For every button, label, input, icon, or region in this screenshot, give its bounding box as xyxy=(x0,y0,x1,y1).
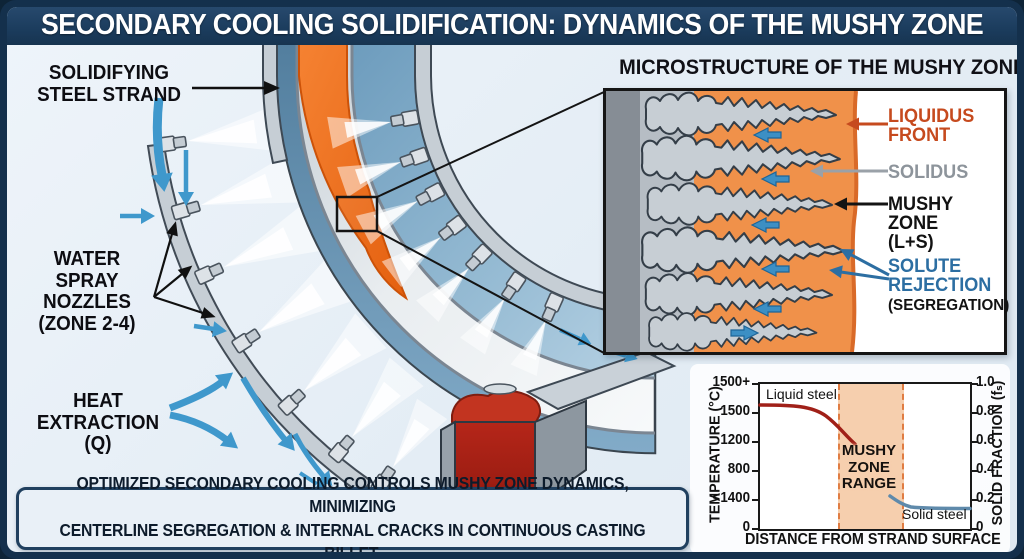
microstructure-inset: LIQUIDUS FRONT SOLIDUS MUSHY ZONE (L+S) … xyxy=(603,88,1010,355)
chart-plot-area xyxy=(752,382,978,531)
ytick-left-3: 800 xyxy=(727,461,750,477)
page-title: SECONDARY COOLING SOLIDIFICATION: DYNAMI… xyxy=(40,9,984,41)
caption-box: OPTIMIZED SECONDARY COOLING CONTROLS MUS… xyxy=(16,473,689,552)
chart-curves xyxy=(752,383,978,530)
ytick-left-2: 1200 xyxy=(720,432,750,448)
temperature-curve xyxy=(758,403,857,446)
label-pointer-arrows xyxy=(152,81,280,319)
ytick-right-3: 0.4 xyxy=(976,461,995,477)
mold-rail xyxy=(262,41,289,165)
label-mushy-zone: MUSHY ZONE (L+S) xyxy=(888,194,953,253)
ytick-left-5: 0 xyxy=(742,519,750,535)
annotation-solid-steel: Solid steel xyxy=(902,506,967,522)
billet-right-face xyxy=(534,399,587,508)
label-segregation: (SEGREGATION) xyxy=(888,297,1010,314)
support-roller xyxy=(483,383,517,395)
ytick-right-5: 0 xyxy=(976,519,984,535)
dendrite-graphic xyxy=(606,91,859,352)
ytick-left-1: 1500 xyxy=(720,403,750,419)
annotation-mushy-zone-range: MUSHY ZONE RANGE xyxy=(841,442,897,492)
ytick-left-0: 1500+ xyxy=(712,374,750,390)
exit-rail-top xyxy=(525,350,677,411)
main-panel: SECONDARY COOLING SOLIDIFICATION: DYNAMI… xyxy=(7,7,1017,552)
label-solidus: SOLIDUS xyxy=(888,162,969,183)
label-liquidus-front: LIQUIDUS FRONT xyxy=(888,106,975,146)
ytick-right-4: 0.2 xyxy=(976,490,995,506)
ytick-right-1: 0.8 xyxy=(976,403,995,419)
annotation-liquid-steel: Liquid steel xyxy=(766,386,837,402)
ytick-right-0: 1.0 xyxy=(976,374,995,390)
ytick-left-4: <1400 xyxy=(712,490,750,506)
label-solute-rejection: SOLUTE REJECTION xyxy=(888,256,992,296)
label-water-spray-nozzles: WATER SPRAY NOZZLES (ZONE 2-4) xyxy=(38,248,136,335)
title-bar xyxy=(7,7,1017,45)
liquidus-edge xyxy=(850,91,859,352)
water-flow-arrows xyxy=(120,97,638,491)
caption-text: OPTIMIZED SECONDARY COOLING CONTROLS MUS… xyxy=(59,473,646,552)
yaxis-right-title: SOLID FRACTION (fₛ) xyxy=(989,380,1006,526)
axis-ticks xyxy=(752,383,978,530)
solid-fraction-curve xyxy=(888,494,972,511)
mushy-zone-band xyxy=(838,384,904,529)
xaxis-title: DISTANCE FROM STRAND SURFACE xyxy=(745,531,1001,548)
label-solidifying-strand: SOLIDIFYING STEEL STRAND xyxy=(37,62,181,106)
billet-exit xyxy=(440,350,677,508)
yaxis-left-title: TEMPERATURE (°C) xyxy=(706,386,724,523)
magnifier-callout xyxy=(335,91,605,354)
ytick-right-2: 0.6 xyxy=(976,432,995,448)
label-heat-extraction: HEAT EXTRACTION (Q) xyxy=(36,390,160,456)
caster-diagram xyxy=(120,40,677,508)
inset-title: MICROSTRUCTURE OF THE MUSHY ZONE xyxy=(619,55,1017,79)
inset-label-arrows xyxy=(810,117,890,281)
